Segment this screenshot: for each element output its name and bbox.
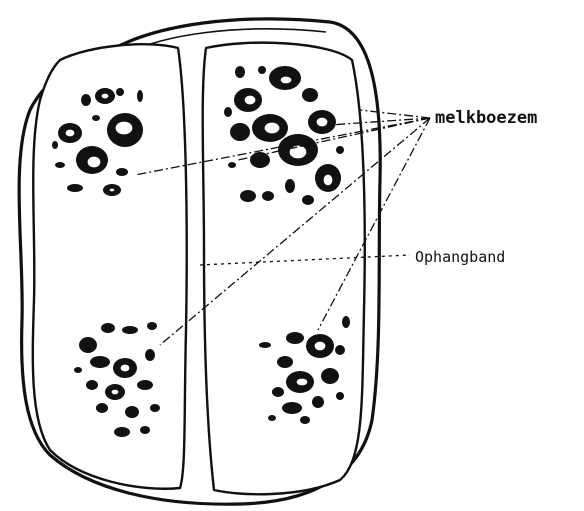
suspensory-ligament-label: Ophangband [415, 248, 505, 266]
milk-sinus-label: melkboezem [435, 108, 537, 128]
left-quarter [33, 44, 187, 489]
